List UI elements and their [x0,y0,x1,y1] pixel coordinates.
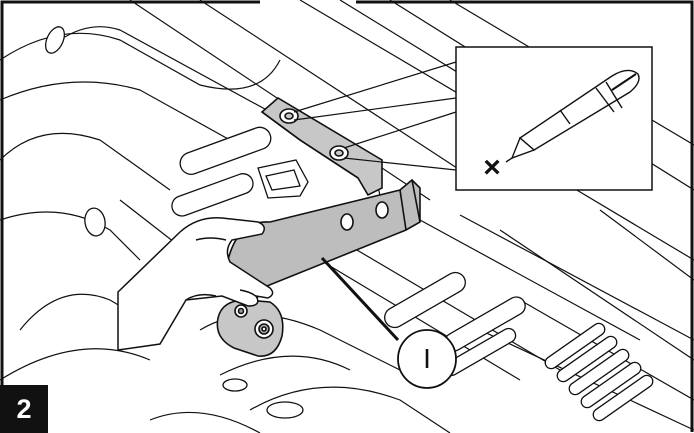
mark-symbol: × [483,151,501,184]
callout-label: I [423,343,431,374]
hand-icon [117,217,274,351]
step-number-badge: 2 [0,385,48,433]
upper-bracket [260,97,383,197]
pen-icon [505,69,640,163]
inset-projection [293,61,457,171]
callout-leader-line [320,256,400,342]
body-slots [44,26,654,422]
bolt-plate-icon [216,299,284,357]
callout-circle [397,329,457,389]
